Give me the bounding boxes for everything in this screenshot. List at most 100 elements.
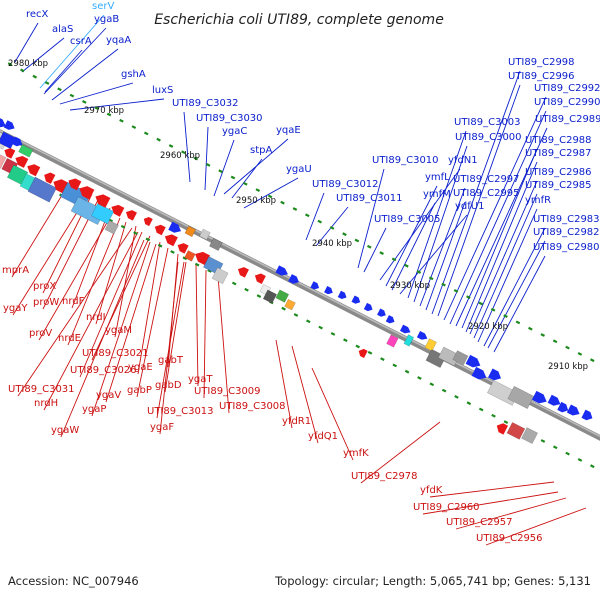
gene-label-UTI89_C2990[interactable]: UTI89_C2990 — [534, 97, 600, 108]
tick-dot-inner — [207, 269, 212, 273]
gene-label-proV[interactable]: proV — [29, 328, 52, 339]
gene-label-UTI89_C2987[interactable]: UTI89_C2987 — [525, 148, 592, 159]
gene-label-UTI89_C3031[interactable]: UTI89_C3031 — [8, 384, 75, 395]
gene-label-UTI89_C2957[interactable]: UTI89_C2957 — [446, 517, 513, 528]
gene-label-ygaC[interactable]: ygaC — [222, 126, 247, 137]
gene-label-UTI89_C3012[interactable]: UTI89_C3012 — [312, 179, 379, 190]
gene-label-proW[interactable]: proW — [33, 297, 59, 308]
gene-label-nrdF[interactable]: nrdF — [62, 296, 85, 307]
gene-label-yfdN1[interactable]: yfdN1 — [448, 155, 478, 166]
tick-label-2970-kbp: 2970 kbp — [84, 106, 124, 116]
leader-ymfM — [391, 202, 436, 291]
gene-label-ymfL[interactable]: ymfL — [425, 172, 450, 183]
gene-label-ygaV[interactable]: ygaV — [96, 390, 121, 401]
gene-label-csrA[interactable]: csrA — [70, 36, 92, 47]
gene-label-nrdE[interactable]: nrdE — [58, 333, 81, 344]
gene-label-luxS[interactable]: luxS — [152, 85, 173, 96]
leader-gabD — [164, 261, 187, 393]
gene-label-serV[interactable]: serV — [92, 1, 114, 12]
gene-label-UTI89_C2998[interactable]: UTI89_C2998 — [508, 57, 575, 68]
gene-label-UTI89_C3030[interactable]: UTI89_C3030 — [196, 113, 263, 124]
gene-features[interactable] — [0, 113, 594, 445]
gene-label-yqaA[interactable]: yqaA — [106, 35, 131, 46]
gene-label-yfdQ1[interactable]: yfdQ1 — [308, 431, 338, 442]
gene-label-ydfU1[interactable]: ydfU1 — [455, 201, 484, 212]
gene-label-recX[interactable]: recX — [26, 9, 49, 20]
gene-label-UTI89_C2983[interactable]: UTI89_C2983 — [533, 214, 600, 225]
gene-label-UTI89_C3032[interactable]: UTI89_C3032 — [172, 98, 239, 109]
gene-label-UTI89_C3011[interactable]: UTI89_C3011 — [336, 193, 403, 204]
gene-label-ygaW[interactable]: ygaW — [51, 425, 79, 436]
tick-dot-inner — [306, 319, 311, 324]
forward-feature-20 — [385, 315, 395, 324]
gene-label-yfdK[interactable]: yfdK — [420, 485, 443, 496]
gene-label-UTI89_C2982[interactable]: UTI89_C2982 — [533, 227, 600, 238]
leader-yfdR1 — [275, 339, 293, 429]
gene-label-ygaP[interactable]: ygaP — [82, 404, 106, 415]
gene-label-UTI89_C2996[interactable]: UTI89_C2996 — [508, 71, 575, 82]
leader-luxS — [69, 98, 165, 111]
gene-label-UTI89_C2980[interactable]: UTI89_C2980 — [533, 242, 600, 253]
gene-label-ygaY[interactable]: ygaY — [3, 303, 28, 314]
gene-label-UTI89_C3009[interactable]: UTI89_C3009 — [194, 386, 261, 397]
leader-UTI89_C2995 — [425, 201, 466, 311]
gene-label-UTI89_C3013[interactable]: UTI89_C3013 — [147, 406, 214, 417]
gene-label-alaS[interactable]: alaS — [52, 24, 73, 35]
tick-dot-inner — [565, 451, 570, 456]
gene-label-ymfR[interactable]: ymfR — [525, 195, 551, 206]
gene-label-proX[interactable]: proX — [33, 281, 56, 292]
tick-dot-outer — [119, 118, 124, 123]
leader-ymfR — [477, 208, 538, 343]
reverse-feature-22 — [177, 243, 189, 254]
gene-label-UTI89_C3000[interactable]: UTI89_C3000 — [455, 132, 522, 143]
gene-label-ygaF[interactable]: ygaF — [150, 422, 174, 433]
tick-dot-outer — [218, 169, 223, 174]
gene-label-ymfK[interactable]: ymfK — [343, 448, 369, 459]
forward-feature-6 — [0, 115, 6, 128]
gene-label-ygaB[interactable]: ygaB — [94, 14, 119, 25]
gene-label-gabT[interactable]: gabT — [158, 355, 184, 366]
gene-label-UTI89_C2978[interactable]: UTI89_C2978 — [351, 471, 418, 482]
tick-dot-inner — [491, 413, 496, 418]
reverse-feature-5 — [4, 148, 16, 159]
gene-label-nrdH[interactable]: nrdH — [34, 398, 58, 409]
gene-label-mprA[interactable]: mprA — [2, 265, 29, 276]
gene-label-UTI89_C3026[interactable]: UTI89_C3026 — [70, 365, 137, 376]
gene-label-UTI89_C2997[interactable]: UTI89_C2997 — [453, 174, 520, 185]
gene-label-UTI89_C2986[interactable]: UTI89_C2986 — [525, 167, 592, 178]
gene-label-UTI89_C2989[interactable]: UTI89_C2989 — [535, 114, 600, 125]
leader-alaS — [21, 37, 65, 73]
gene-label-UTI89_C2992[interactable]: UTI89_C2992 — [534, 83, 600, 94]
gene-label-UTI89_C3003[interactable]: UTI89_C3003 — [454, 117, 521, 128]
forward-feature-4 — [18, 144, 34, 158]
gene-label-UTI89_C2960[interactable]: UTI89_C2960 — [413, 502, 480, 513]
gene-label-ygaT[interactable]: ygaT — [188, 374, 213, 385]
gene-label-UTI89_C2956[interactable]: UTI89_C2956 — [476, 533, 543, 544]
gene-label-gshA[interactable]: gshA — [121, 69, 146, 80]
gene-label-stpA[interactable]: stpA — [250, 145, 272, 156]
gene-label-UTI89_C3005[interactable]: UTI89_C3005 — [374, 214, 441, 225]
gene-label-UTI89_C2985[interactable]: UTI89_C2985 — [525, 180, 592, 191]
tick-dot-outer — [20, 68, 25, 73]
gene-label-nrdI[interactable]: nrdI — [86, 312, 106, 323]
gene-label-UTI89_C2995[interactable]: UTI89_C2995 — [453, 188, 520, 199]
tick-dot-outer — [168, 144, 174, 148]
gene-label-ygaU[interactable]: ygaU — [286, 164, 312, 175]
leader-UTI89_C2956 — [485, 507, 587, 546]
gene-label-ygaM[interactable]: ygaM — [105, 325, 132, 336]
gene-label-ygaE[interactable]: ygaE — [128, 362, 153, 373]
gene-label-UTI89_C3010[interactable]: UTI89_C3010 — [372, 155, 439, 166]
gene-label-yfdR1[interactable]: yfdR1 — [282, 416, 311, 427]
gene-label-gabD[interactable]: gabD — [155, 380, 182, 391]
gene-label-UTI89_C3008[interactable]: UTI89_C3008 — [219, 401, 286, 412]
gene-label-yqaE[interactable]: yqaE — [276, 125, 301, 136]
forward-feature-14 — [310, 281, 320, 290]
leader-ygaE — [137, 241, 161, 375]
gene-label-UTI89_C2988[interactable]: UTI89_C2988 — [525, 135, 592, 146]
gene-label-UTI89_C3021[interactable]: UTI89_C3021 — [82, 348, 149, 359]
gene-label-ymfM[interactable]: ymfM — [423, 189, 451, 200]
gene-label-gabP[interactable]: gabP — [127, 385, 152, 396]
reverse-feature-18 — [125, 210, 137, 221]
